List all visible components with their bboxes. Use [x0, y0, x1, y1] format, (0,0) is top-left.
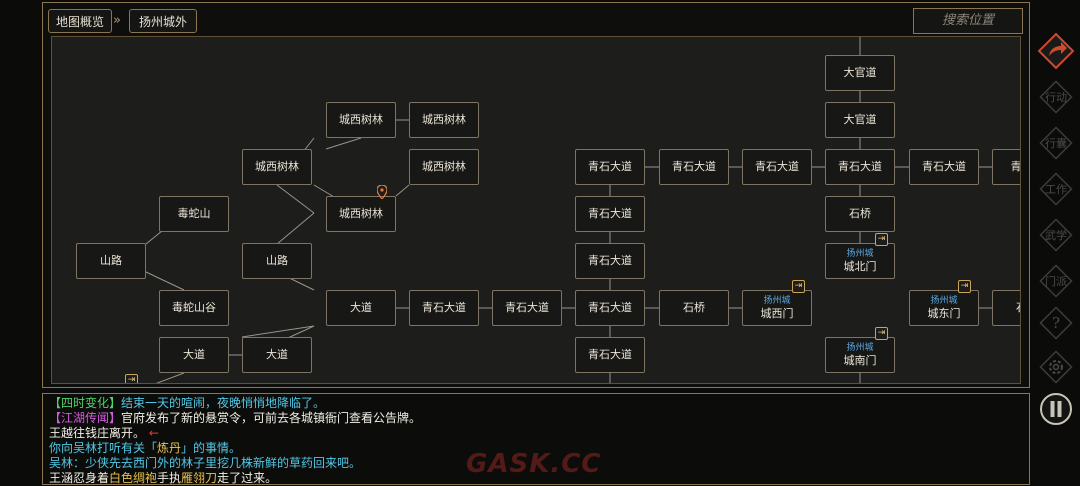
enter-city-icon[interactable]: ⇥: [875, 233, 888, 246]
map-panel: 地图概览 » 扬州城外 搜索位置: [42, 2, 1030, 388]
help-icon[interactable]: ?: [1037, 304, 1075, 342]
map-node[interactable]: 青石大道: [492, 290, 562, 326]
map-node[interactable]: 城西树林: [409, 102, 479, 138]
map-node[interactable]: 石桥: [825, 196, 895, 232]
breadcrumb-current: 扬州城外: [129, 9, 197, 33]
map-node[interactable]: 青石大道: [575, 337, 645, 373]
map-node[interactable]: 青石大道: [409, 290, 479, 326]
map-node-city-gate[interactable]: 扬州城城北门: [825, 243, 895, 279]
map-node[interactable]: 青石大道: [575, 196, 645, 232]
map-node[interactable]: 毒蛇山: [159, 196, 229, 232]
enter-city-icon[interactable]: ⇥: [958, 280, 971, 293]
map-node[interactable]: 大官道: [825, 55, 895, 91]
action-menu-icon[interactable]: 行动: [1037, 78, 1075, 116]
map-node[interactable]: 青石大道: [575, 243, 645, 279]
work-menu-icon[interactable]: 工作: [1037, 170, 1075, 208]
map-node[interactable]: 石桥: [659, 290, 729, 326]
log-line: 王越往钱庄离开。 ←: [49, 426, 159, 440]
watermark: GASK.CC: [466, 449, 602, 479]
map-node[interactable]: 城西树林: [409, 149, 479, 185]
map-node[interactable]: 大道: [242, 337, 312, 373]
map-node[interactable]: 大官道: [825, 102, 895, 138]
martial-arts-menu-icon[interactable]: 武学: [1037, 216, 1075, 254]
map-node[interactable]: 毒蛇山谷: [159, 290, 229, 326]
log-line: 你向吴林打听有关「炼丹」的事情。: [49, 441, 242, 455]
enter-city-icon[interactable]: ⇥: [875, 327, 888, 340]
right-sidebar: 行动 行囊 工作 武学 门派 ?: [1033, 0, 1080, 486]
map-node[interactable]: 青石大道: [742, 149, 812, 185]
pause-button[interactable]: [1037, 390, 1075, 428]
map-canvas[interactable]: 大官道 大官道 城西树林 城西树林 城西树林 城西树林 城西树林 青石大道 青石…: [51, 36, 1021, 384]
map-node[interactable]: 城西树林: [326, 196, 396, 232]
enter-city-icon[interactable]: ⇥: [125, 374, 138, 383]
log-line: 【江湖传闻】官府发布了新的悬赏令，可前去各城镇衙门查看公告牌。: [49, 411, 422, 425]
map-node[interactable]: 青石大道: [909, 149, 979, 185]
inventory-menu-icon[interactable]: 行囊: [1037, 124, 1075, 162]
map-node[interactable]: 石桥: [992, 290, 1020, 326]
log-line: 【四时变化】结束一天的喧闹，夜晚悄悄地降临了。: [49, 396, 326, 410]
map-node-city-gate[interactable]: 扬州城城东门: [909, 290, 979, 326]
breadcrumb-root-button[interactable]: 地图概览: [48, 9, 112, 33]
map-node[interactable]: 大道: [326, 290, 396, 326]
map-node-city-gate[interactable]: 扬州城城南门: [825, 337, 895, 373]
map-node[interactable]: 城西树林: [326, 102, 396, 138]
current-location-pin-icon: [377, 185, 387, 199]
search-input[interactable]: 搜索位置: [913, 8, 1023, 34]
arrow-left-icon: ←: [148, 426, 159, 440]
map-node[interactable]: 青石大: [992, 149, 1020, 185]
map-node[interactable]: 青石大道: [825, 149, 895, 185]
map-node[interactable]: 青石大道: [575, 290, 645, 326]
map-node[interactable]: 山路: [76, 243, 146, 279]
map-node-city-gate[interactable]: 扬州城城西门: [742, 290, 812, 326]
map-node[interactable]: 青石大道: [659, 149, 729, 185]
log-line: 王涵忍身着白色绸袍手执雁翎刀走了过来。: [49, 471, 278, 485]
map-node[interactable]: 大道: [159, 337, 229, 373]
message-log[interactable]: 【四时变化】结束一天的喧闹，夜晚悄悄地降临了。 【江湖传闻】官府发布了新的悬赏令…: [42, 393, 1030, 485]
share-arrow-icon[interactable]: [1037, 32, 1075, 70]
enter-city-icon[interactable]: ⇥: [792, 280, 805, 293]
settings-gear-icon[interactable]: [1037, 348, 1075, 386]
map-node[interactable]: 城西树林: [242, 149, 312, 185]
breadcrumb-separator-icon: »: [113, 13, 121, 28]
map-node[interactable]: 山路: [242, 243, 312, 279]
map-node[interactable]: 青石大道: [575, 149, 645, 185]
log-line: 吴林：少侠先去西门外的林子里挖几株新鲜的草药回来吧。: [49, 456, 362, 470]
sect-menu-icon[interactable]: 门派: [1037, 262, 1075, 300]
